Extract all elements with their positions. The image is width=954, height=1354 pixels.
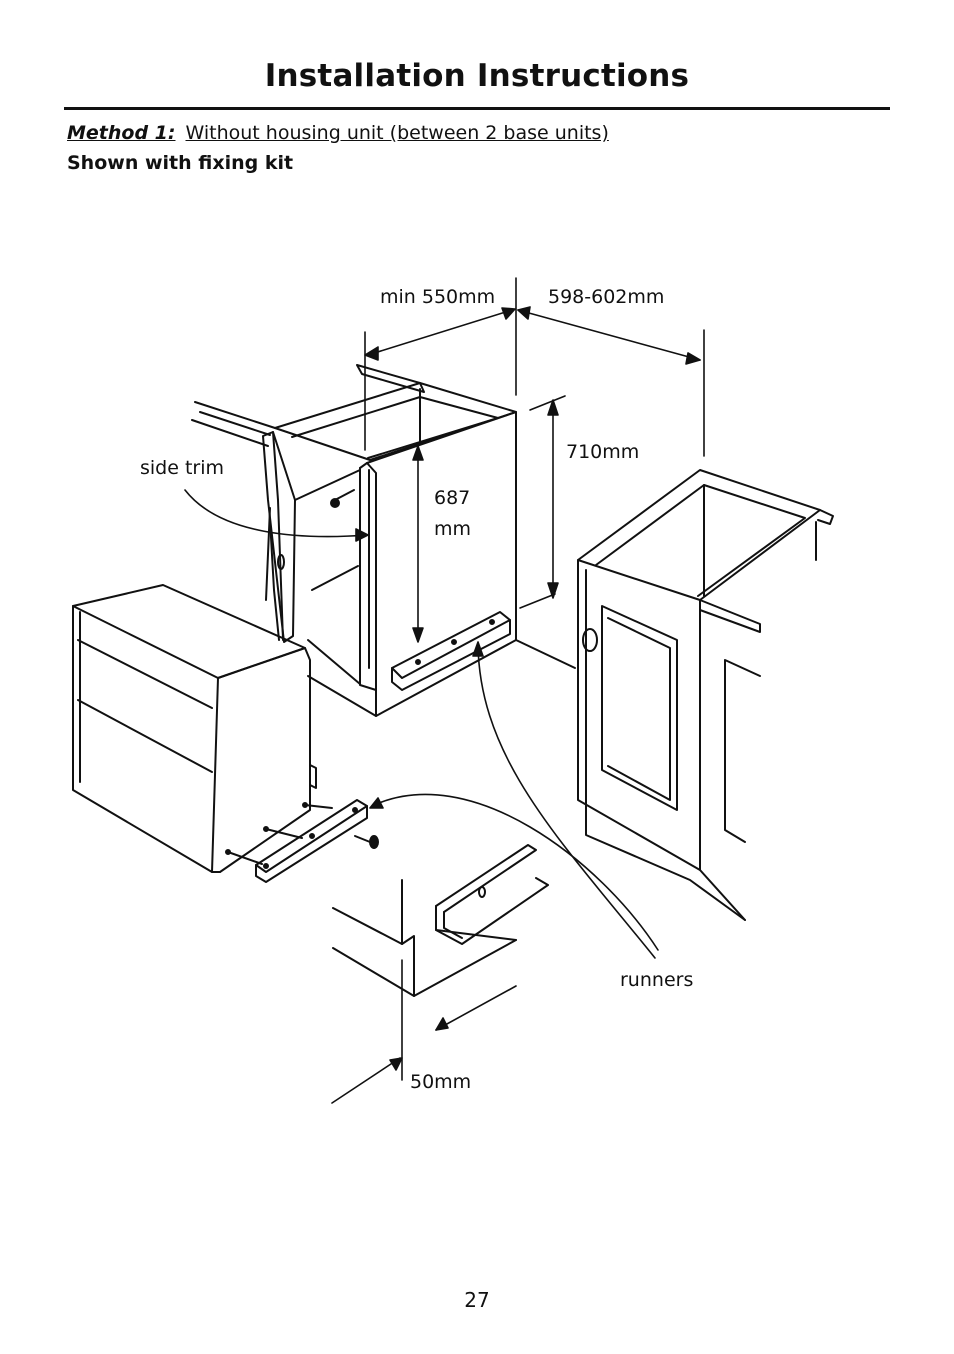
- height-687-value: 687: [434, 487, 471, 509]
- runners-label: runners: [620, 969, 694, 991]
- page-number: 27: [464, 1288, 490, 1312]
- plinth-50-label: 50mm: [410, 1071, 472, 1093]
- height-687-unit: mm: [434, 518, 472, 540]
- side-trim-label: side trim: [140, 457, 225, 479]
- width-label: 598-602mm: [548, 286, 665, 308]
- page-title: Installation Instructions: [264, 58, 690, 94]
- dimension-lines: [332, 278, 704, 1103]
- height-710-label: 710mm: [566, 441, 640, 463]
- right-base-cabinet: [578, 470, 833, 920]
- left-base-cabinet: [192, 402, 295, 642]
- plinth-detail: [333, 845, 548, 996]
- min-depth-label: min 550mm: [380, 286, 496, 308]
- central-housing: [275, 365, 575, 716]
- method-line: Method 1: Without housing unit (between 2…: [67, 122, 609, 144]
- method-text: Without housing unit (between 2 base uni…: [185, 122, 609, 144]
- subheading: Shown with fixing kit: [67, 152, 294, 174]
- dishwasher: [73, 585, 378, 882]
- leader-lines: [185, 490, 658, 958]
- method-label: Method 1:: [67, 122, 176, 144]
- title-rule: [64, 107, 890, 110]
